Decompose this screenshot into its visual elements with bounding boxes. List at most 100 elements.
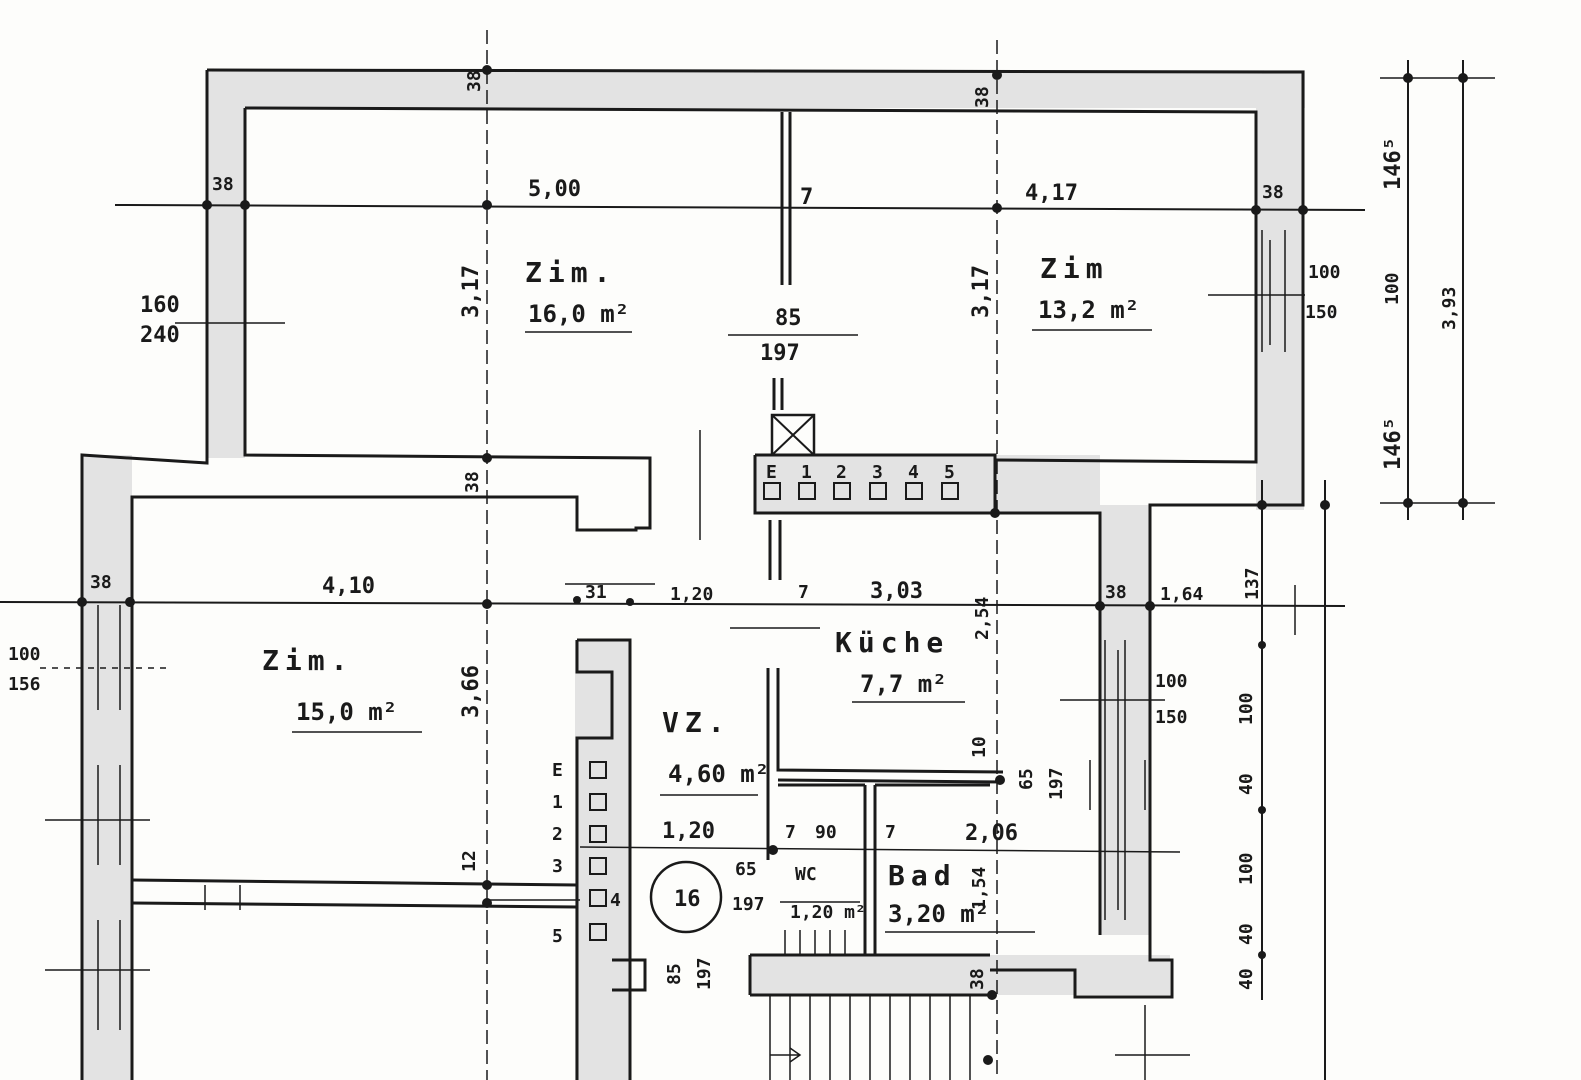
dim-197-wc: 197 [732,894,765,915]
room-area: 3,20 m² [888,900,989,928]
dim-417: 4,17 [1025,181,1078,206]
flue-label: 2 [836,462,847,483]
dim-win-150-right: 150 [1305,302,1338,323]
room-area: 15,0 m² [296,698,397,726]
room-name: WC [795,864,817,885]
dim-wall-38-left: 38 [212,174,234,195]
dim-win-240: 240 [140,323,180,348]
dim-90: 90 [815,822,837,843]
room-area: 4,60 m² [668,760,769,788]
dim-12: 12 [459,850,480,872]
dim-win-160: 160 [140,293,180,318]
room-area: 16,0 m² [528,300,629,328]
flue-label: 3 [872,462,883,483]
dim-r-40c: 40 [1236,968,1257,990]
dim-r-40b: 40 [1236,923,1257,945]
flue-label: 1 [801,462,812,483]
dim-wall-38-top: 38 [464,70,485,92]
dim-7-bad: 7 [885,822,896,843]
dim-120-mid: 1,20 [670,584,713,605]
room-zimmer-c: Zim. 15,0 m² [262,644,422,733]
room-area: 13,2 m² [1038,296,1139,324]
dim-side-1465-b: 146⁵ [1381,417,1406,470]
flue-label: 5 [944,462,955,483]
dim-120-vz: 1,20 [662,819,715,844]
dim-197-right: 197 [1046,767,1067,800]
dim-wall-38-leftmid: 38 [90,572,112,593]
flue-labels-left: E 1 2 3 4 5 [552,760,621,947]
dim-254: 2,54 [972,596,993,640]
dim-7-wc: 7 [785,822,796,843]
dim-door-197: 197 [760,341,800,366]
dim-10: 10 [969,736,990,758]
flue-block-top [763,413,959,500]
dim-r-100b: 100 [1236,852,1257,885]
room-area: 7,7 m² [860,670,947,698]
dim-wall-38-right: 38 [1262,182,1284,203]
dim-wall-38-topright: 38 [972,86,993,108]
dim-wall-38-bottom: 38 [967,968,988,990]
dim-137: 137 [1242,567,1263,600]
dim-r-100a: 100 [1236,692,1257,725]
dim-410: 4,10 [322,574,375,599]
dim-r-40a: 40 [1236,773,1257,795]
dim-7-mid: 7 [798,582,809,603]
room-name: Zim. [525,256,616,289]
flue-block-left [589,761,607,941]
room-zimmer-b: Zim 13,2 m² [1032,252,1152,331]
dim-303: 3,03 [870,579,923,604]
dim-wall-38-rmid: 38 [1105,582,1127,603]
dimension-labels: 38 38 38 38 5,00 7 4,17 3,17 3,17 85 197… [8,70,1460,990]
room-name: Zim [1040,252,1109,285]
stair-number: 16 [674,887,701,912]
dim-side-1465-a: 146⁵ [1381,137,1406,190]
flue-label: 2 [552,824,563,845]
dim-65-wc: 65 [735,859,757,880]
flue-label: 1 [552,792,563,813]
walls [80,68,1305,1080]
dim-154: 1,54 [969,866,990,910]
room-name: Bad [888,859,957,892]
room-bad: Bad 3,20 m² [888,859,989,928]
grid-nodes [77,65,1468,1065]
dim-side-393: 3,93 [1439,287,1460,330]
dim-164: 1,64 [1160,584,1204,605]
dim-win-100-right: 100 [1308,262,1341,283]
dim-366: 3,66 [459,665,484,718]
room-wc: WC 1,20 m² [790,864,866,923]
dim-500: 5,00 [528,177,581,202]
room-kueche: Küche 7,7 m² [835,626,965,703]
dim-win-100-kitchen: 100 [1155,671,1188,692]
dim-door-85: 85 [775,306,802,331]
room-name: VZ. [662,706,731,739]
flue-label: E [552,760,563,781]
dim-win-150-kitchen: 150 [1155,707,1188,728]
wall-fills [82,70,1305,1080]
dim-win-100-left: 100 [8,644,41,665]
dim-31: 31 [585,582,607,603]
dim-wall-38-mid: 38 [462,471,483,493]
flue-labels-top: E 1 2 3 4 5 [766,462,955,483]
room-name: Küche [835,626,949,659]
dim-win-156-left: 156 [8,674,41,695]
flue-label: 5 [552,926,563,947]
dim-197-stair: 197 [694,957,715,990]
flue-label: E [766,462,777,483]
dim-side-100: 100 [1382,272,1403,305]
dim-85-stair: 85 [664,963,685,985]
dimension-lines [0,30,1495,1080]
dim-7-top: 7 [800,185,813,210]
room-area: 1,20 m² [790,902,866,923]
dim-317-left: 3,17 [459,265,484,318]
dim-206: 2,06 [965,821,1018,846]
flue-label: 3 [552,856,563,877]
room-vorzimmer: VZ. 4,60 m² [660,706,769,796]
room-name: Zim. [262,644,353,677]
flue-label: 4 [610,890,621,911]
dim-65-right: 65 [1016,768,1037,790]
dim-317-right: 3,17 [969,265,994,318]
flue-label: 4 [908,462,919,483]
staircase [649,860,971,1080]
room-zimmer-a: Zim. 16,0 m² [525,256,632,333]
